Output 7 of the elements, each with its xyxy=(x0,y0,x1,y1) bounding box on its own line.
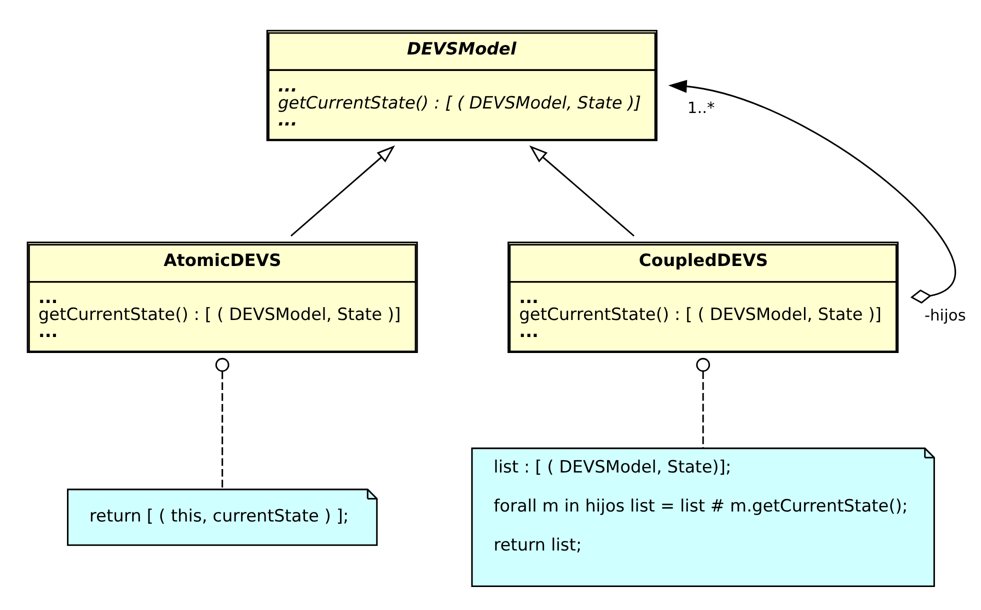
arrow xyxy=(668,79,956,304)
edge-label: -hijos xyxy=(924,306,966,324)
connector xyxy=(214,357,229,488)
label: 1..* xyxy=(686,98,714,117)
arrow xyxy=(528,144,634,236)
arrow xyxy=(290,144,395,236)
connector xyxy=(696,357,710,448)
